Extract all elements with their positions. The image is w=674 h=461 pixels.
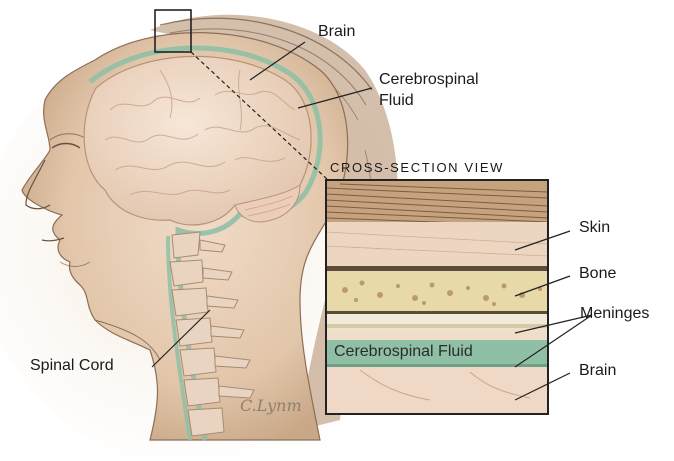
label-brain-bottom: Brain — [579, 361, 616, 380]
label-meninges: Meninges — [580, 304, 649, 323]
label-skin: Skin — [579, 218, 610, 237]
label-csf-top-line2: Fluid — [379, 91, 414, 110]
label-csf-band: Cerebrospinal Fluid — [334, 343, 473, 361]
cross-section-inset — [326, 180, 548, 414]
artist-signature: C.Lynm — [240, 396, 302, 415]
label-spinal-cord: Spinal Cord — [30, 356, 114, 375]
cross-section-title: CROSS-SECTION VIEW — [330, 160, 504, 175]
label-csf-top-line1: Cerebrospinal — [379, 70, 479, 89]
label-brain-top: Brain — [318, 22, 355, 41]
label-bone: Bone — [579, 264, 616, 283]
